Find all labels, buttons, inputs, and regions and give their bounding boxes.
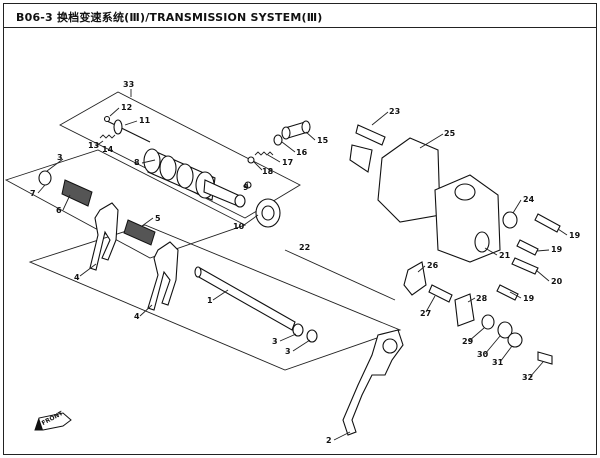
cover-gasket <box>377 137 441 223</box>
detent-assembly <box>247 120 311 164</box>
shift-ratchet <box>454 293 475 327</box>
pin-12 <box>103 115 111 123</box>
shift-fork-upper <box>89 202 119 271</box>
callout-33: 33 <box>123 80 134 89</box>
shift-shaft <box>194 266 318 343</box>
callout-17: 17 <box>282 158 293 167</box>
title-divider <box>3 27 597 28</box>
callout-28: 28 <box>476 294 488 303</box>
washer-29 <box>481 314 495 330</box>
shift-lever-hole <box>382 338 398 354</box>
callout-32: 32 <box>522 373 533 382</box>
callout-22: 22 <box>299 243 310 252</box>
shift-plate <box>403 261 427 296</box>
callout-3-low: 3 <box>285 347 291 356</box>
callout-14: 14 <box>102 145 114 154</box>
shift-fork-lower <box>147 241 179 311</box>
nut-32 <box>537 351 553 365</box>
callout-19-a: 19 <box>569 231 581 240</box>
callout-4-a: 4 <box>74 273 80 282</box>
spacer-30 <box>497 321 513 339</box>
callout-1: 1 <box>207 296 213 305</box>
callout-19-c: 19 <box>523 294 535 303</box>
spring-5 <box>123 219 156 246</box>
drum-bearing-bore <box>261 205 275 221</box>
callout-19-b: 19 <box>551 245 563 254</box>
diagram-frame <box>3 3 597 455</box>
callout-12: 12 <box>121 103 132 112</box>
bolt-19-a <box>534 213 561 233</box>
shift-pin <box>428 284 453 303</box>
callout-9: 9 <box>243 183 249 192</box>
callout-13: 13 <box>88 141 99 150</box>
bolt-20 <box>511 257 539 275</box>
oil-seal <box>502 211 518 229</box>
page-title: B06-3 换档变速系统(Ⅲ)/TRANSMISSION SYSTEM(Ⅲ) <box>16 11 323 24</box>
spring-14 <box>99 134 116 139</box>
callout-10: 10 <box>233 222 245 231</box>
callout-5: 5 <box>155 214 161 223</box>
callout-18: 18 <box>262 167 274 176</box>
callout-15: 15 <box>317 136 329 145</box>
callout-7: 7 <box>30 189 36 198</box>
spring-6 <box>38 170 93 207</box>
callout-26: 26 <box>427 261 439 270</box>
drum-shaft <box>104 119 151 143</box>
callout-24: 24 <box>523 195 535 204</box>
assembly-box-33 <box>59 91 301 219</box>
callout-11: 11 <box>139 116 151 125</box>
callout-30: 30 <box>477 350 489 359</box>
cover-boss <box>454 183 476 201</box>
leader-lines <box>37 89 568 441</box>
assembly-box-left <box>4 149 247 259</box>
callout-29: 29 <box>462 337 474 346</box>
shift-gear-shaft <box>355 124 386 146</box>
callout-16: 16 <box>296 148 308 157</box>
drum-washer <box>113 119 123 135</box>
callout-8: 8 <box>134 158 140 167</box>
callout-3-top: 3 <box>57 153 63 162</box>
shift-gear-segment <box>349 144 373 173</box>
bolt-19-c <box>496 284 519 301</box>
leader-22 <box>284 249 396 301</box>
callout-4-b: 4 <box>134 312 140 321</box>
assembly-box-shaft <box>28 224 402 371</box>
callout-23: 23 <box>389 107 400 116</box>
shift-drum <box>143 148 246 208</box>
callout-3-mid: 3 <box>272 337 278 346</box>
washer-31 <box>507 332 523 348</box>
callout-31: 31 <box>492 358 504 367</box>
front-arrow-icon <box>34 412 72 431</box>
callout-20: 20 <box>551 277 563 286</box>
callout-21: 21 <box>499 251 511 260</box>
callout-27: 27 <box>420 309 431 318</box>
cover-bore <box>474 231 490 253</box>
shift-lever <box>342 329 404 436</box>
bolt-19-b <box>516 239 539 256</box>
callout-6: 6 <box>56 206 62 215</box>
callout-2: 2 <box>326 436 332 445</box>
callout-group: 33 12 11 13 7 3 6 8 14 9 10 17 18 16 15 … <box>30 80 581 445</box>
callout-25: 25 <box>444 129 456 138</box>
